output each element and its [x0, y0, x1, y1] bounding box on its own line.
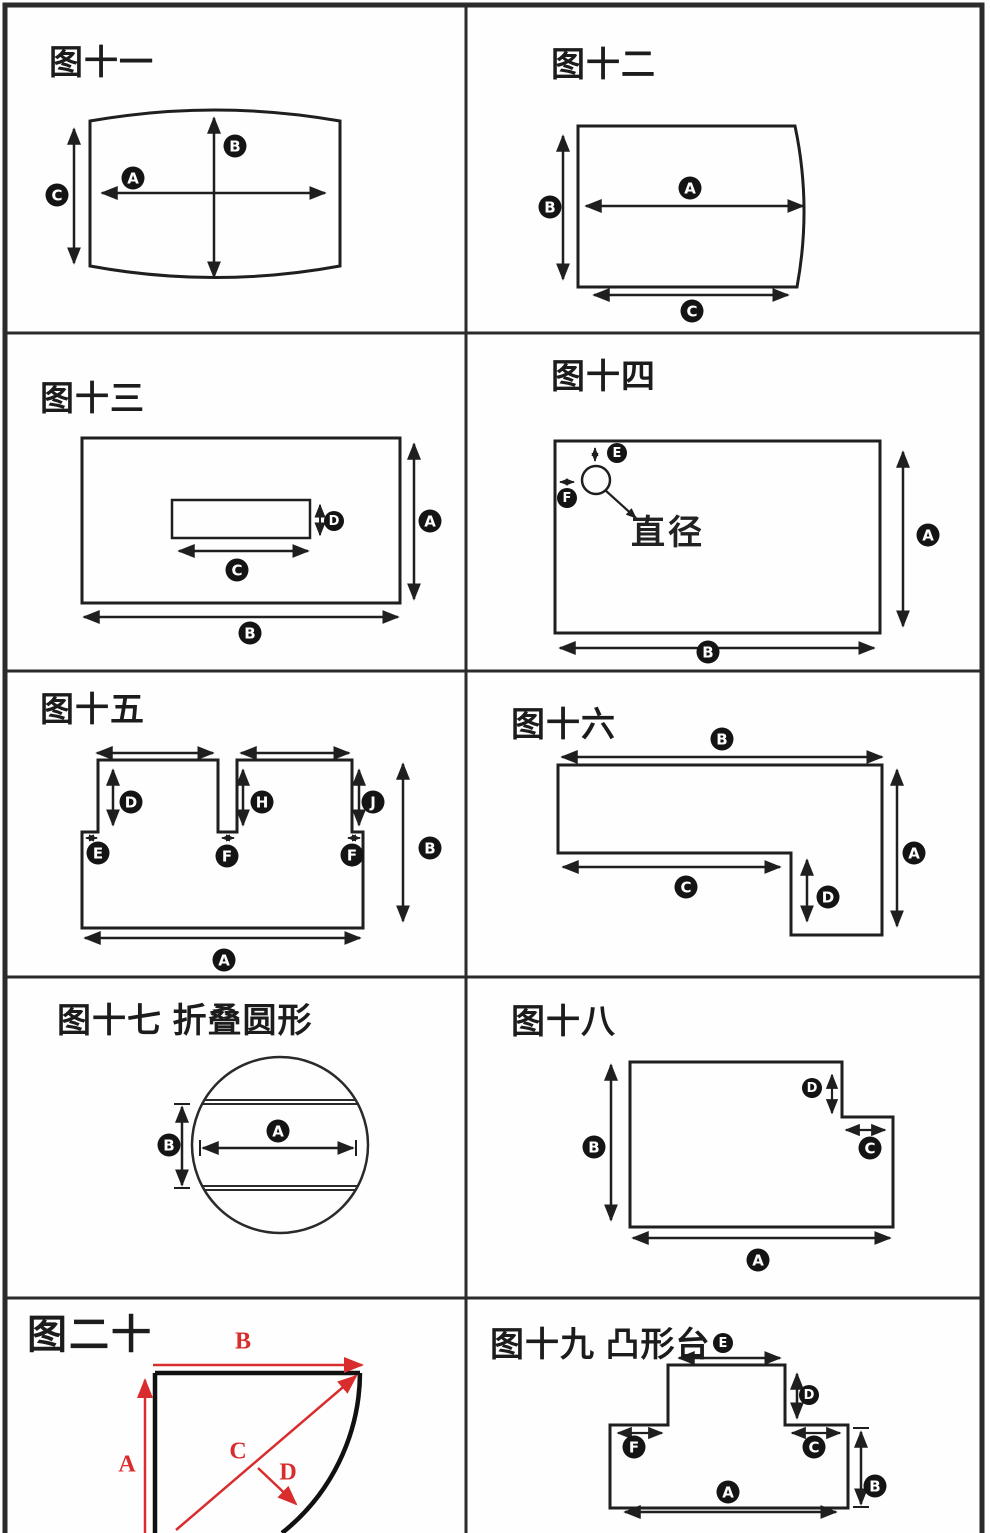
- fig16-label-c: C: [674, 875, 698, 899]
- fig20-arrow-d: [257, 1467, 298, 1506]
- fig16-title: 图十六: [511, 706, 616, 744]
- fig11-shape: [88, 108, 342, 279]
- fig16-diagram: [556, 750, 904, 937]
- fig18-label-a: A: [746, 1248, 770, 1272]
- fig13-diagram: [80, 436, 421, 624]
- fig15-label-b: B: [418, 836, 442, 860]
- fig11-diagram: [67, 108, 342, 279]
- fig15-label-h: H: [250, 790, 274, 814]
- fig14-diagram: [553, 439, 910, 655]
- fig14-label-b: B: [696, 640, 720, 664]
- fig18-shape: [628, 1060, 895, 1229]
- fig11-label-b: B: [223, 134, 247, 158]
- fig15-label-f-mid: F: [215, 844, 239, 868]
- fig13-label-b: B: [238, 621, 262, 645]
- fig19-label-b: B: [863, 1474, 887, 1498]
- fig13-shape: [80, 436, 402, 605]
- fig17-circle: [190, 1055, 370, 1235]
- fig12-diagram: [556, 124, 806, 302]
- fig15-label-j: J: [361, 790, 385, 814]
- fig13-label-c: C: [225, 558, 249, 582]
- fig13-inner-rect: [170, 498, 312, 540]
- fig11-label-c: C: [45, 183, 69, 207]
- fig20-shape: [152, 1370, 363, 1533]
- fig15-label-a: A: [212, 948, 236, 972]
- fig17-diagram: [174, 1055, 370, 1235]
- fig18-diagram: [604, 1060, 895, 1245]
- fig16-shape: [556, 763, 884, 937]
- fig14-shape: [553, 439, 882, 635]
- fig11-label-a: A: [121, 166, 145, 190]
- fig14-label-a: A: [916, 523, 940, 547]
- fig19-label-d: D: [799, 1385, 819, 1405]
- fig20-arrow-c: [175, 1374, 358, 1531]
- fig20-label-c: C: [229, 1438, 247, 1465]
- fig13-label-a: A: [418, 509, 442, 533]
- fig15-label-e: E: [86, 841, 110, 865]
- fig19-label-a: A: [716, 1480, 740, 1504]
- fig12-label-b: B: [538, 195, 562, 219]
- fig16-label-a: A: [902, 841, 926, 865]
- fig13-label-d: D: [324, 511, 344, 531]
- fig14-hole: [580, 464, 612, 496]
- fig20-title: 图二十: [27, 1313, 153, 1357]
- fig14-diameter-pointer: [604, 489, 637, 519]
- fig20-label-d: D: [279, 1459, 297, 1486]
- fig18-label-b: B: [582, 1135, 606, 1159]
- fig13-title: 图十三: [40, 380, 145, 418]
- fig15-label-d: D: [119, 790, 143, 814]
- fig14-label-e: E: [607, 443, 627, 463]
- fig17-label-b: B: [157, 1133, 181, 1157]
- fig14-diameter-text: 直径: [631, 514, 705, 552]
- fig14-title: 图十四: [551, 358, 656, 396]
- fig15-title: 图十五: [40, 691, 145, 729]
- fig17-title: 图十七 折叠圆形: [57, 1002, 313, 1040]
- fig12-label-c: C: [680, 299, 704, 323]
- fig12-label-a: A: [678, 176, 702, 200]
- fig19-title: 图十九 凸形台: [490, 1326, 711, 1364]
- fig20-diagram: [137, 1357, 364, 1533]
- fig20-label-b: B: [234, 1328, 252, 1355]
- fig18-label-c: C: [858, 1136, 882, 1160]
- fig20-label-a: A: [118, 1451, 136, 1478]
- fig18-title: 图十八: [511, 1003, 616, 1041]
- fig14-label-f: F: [557, 488, 577, 508]
- fig15-label-f-right: F: [340, 843, 364, 867]
- fig17-label-a: A: [266, 1119, 290, 1143]
- fig18-label-d: D: [802, 1078, 822, 1098]
- fig19-label-c: C: [802, 1435, 826, 1459]
- fig19-diagram: [608, 1351, 869, 1519]
- fig11-title: 图十一: [49, 44, 154, 82]
- fig16-label-d: D: [816, 885, 840, 909]
- fig16-label-b: B: [710, 727, 734, 751]
- fig19-label-f: F: [622, 1435, 646, 1459]
- fig15-diagram: [80, 746, 410, 945]
- fig15-shape: [80, 758, 365, 930]
- fig12-title: 图十二: [551, 46, 656, 84]
- fig19-label-e: E: [713, 1333, 733, 1353]
